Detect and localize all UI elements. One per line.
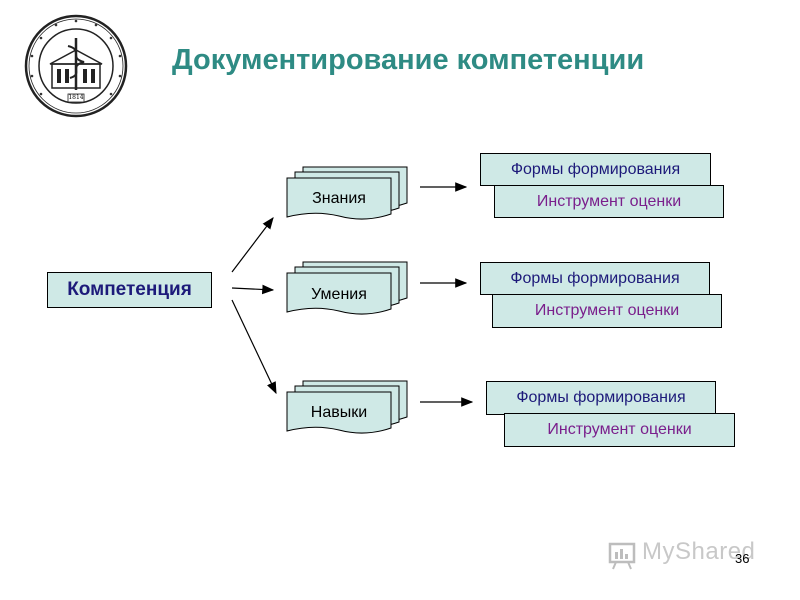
branch-label-navyki: Навыки <box>310 404 368 421</box>
root-competency-box: Компетенция <box>47 272 212 308</box>
forms-box-znaniya: Формы формирования <box>480 153 711 186</box>
forms-box-navyki: Формы формирования <box>486 381 716 415</box>
multidoc-umeniya-shape <box>286 261 408 315</box>
forms-box-umeniya: Формы формирования <box>480 262 710 295</box>
watermark-icon <box>608 540 638 570</box>
arrow-to-znaniya <box>231 217 274 273</box>
branch-label-umeniya: Умения <box>311 286 367 303</box>
university-seal-icon: 1814 <box>24 14 128 118</box>
branch-label-znaniya: Знания <box>312 190 366 207</box>
multidoc-navyki-shape <box>286 380 408 434</box>
tool-box-znaniya: Инструмент оценки <box>494 185 724 218</box>
arrow-to-navyki <box>231 299 277 395</box>
page-title: Документирование компетенции <box>172 44 645 76</box>
arrow-to-umeniya <box>231 284 275 295</box>
tool-box-umeniya: Инструмент оценки <box>492 294 722 328</box>
seal-year: 1814 <box>68 94 84 101</box>
watermark-text: MyShared <box>642 538 756 565</box>
tool-box-navyki: Инструмент оценки <box>504 413 735 447</box>
multidoc-znaniya-shape <box>286 166 408 220</box>
page-number: 36 <box>735 551 750 566</box>
